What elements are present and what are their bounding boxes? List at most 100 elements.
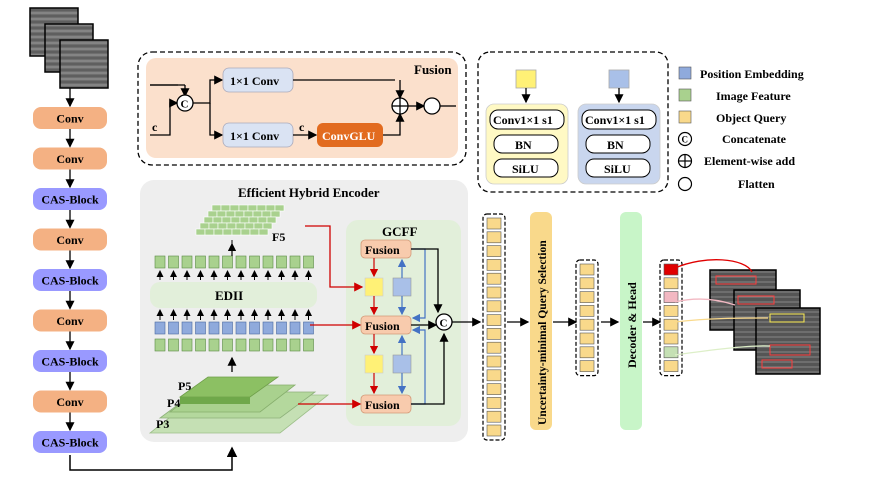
- input-images: [29, 7, 109, 89]
- gcff-title: GCFF: [382, 224, 417, 239]
- encoder-title: Efficient Hybrid Encoder: [238, 185, 380, 200]
- stack1-item-8: [486, 328, 502, 340]
- stack2-item-0: [579, 263, 595, 276]
- stack1-item-6: [486, 300, 502, 313]
- flatten-icon: [423, 97, 441, 115]
- stack1-item-3: [486, 259, 502, 271]
- backbone-block-5: [33, 309, 107, 332]
- gcff-fusion-mid: Fusion: [365, 319, 400, 333]
- backbone-block-1: [33, 147, 107, 170]
- stack3-item-3: [663, 305, 679, 317]
- right-silu: SiLU: [604, 162, 631, 176]
- legend-label-1: Image Feature: [716, 89, 791, 103]
- output-queries-stack: [659, 259, 683, 377]
- stack2-item-1: [579, 277, 595, 290]
- right-bn: BN: [607, 138, 624, 152]
- legend-label-5: Flatten: [738, 177, 775, 191]
- backbone-block-label-2: CAS-Block: [41, 193, 99, 207]
- stack1-item-9: [486, 341, 502, 354]
- backbone-block-label-4: CAS-Block: [41, 274, 99, 288]
- encoder-output-stack: [482, 213, 506, 441]
- backbone-block-7: [33, 390, 107, 413]
- fusion-title: Fusion: [414, 62, 452, 77]
- object-query-swatch: [678, 110, 692, 124]
- backbone-block-label-0: Conv: [56, 112, 83, 126]
- stack2-item-2: [579, 291, 595, 303]
- backbone-block-label-1: Conv: [56, 152, 83, 166]
- conv-blocks-panel: Conv1×1 s1 BN SiLU Conv1×1 s1 BN SiLU: [477, 51, 669, 193]
- backbone-block-label-3: Conv: [56, 233, 83, 247]
- stack2-item-3: [579, 305, 595, 317]
- legend-label-3: Concatenate: [722, 132, 787, 146]
- stack3-item-6: [663, 346, 679, 359]
- backbone-block-label-8: CAS-Block: [41, 436, 99, 450]
- fusion-c-label-2: c: [299, 120, 305, 134]
- stack1-item-11: [486, 369, 502, 382]
- stack1-item-15: [486, 424, 502, 437]
- stack3-item-7: [663, 360, 679, 372]
- decoder-head-block: Decoder & Head: [620, 212, 642, 430]
- svg-text:C: C: [682, 135, 689, 145]
- left-bn: BN: [515, 138, 532, 152]
- backbone-block-label-5: Conv: [56, 314, 83, 328]
- fusion-panel: Fusion c C 1×1 Conv 1×1 Conv c ConvGLU: [137, 51, 467, 166]
- backbone-block-6: [33, 350, 107, 372]
- fusion-conv-bottom: 1×1 Conv: [230, 129, 279, 143]
- stack3-item-5: [663, 332, 679, 345]
- stack2-item-7: [579, 360, 595, 372]
- fusion-concat-symbol: C: [181, 99, 189, 111]
- stack3-item-0: [663, 263, 679, 276]
- f5-feature-grid: [195, 204, 285, 244]
- decoder-label: Decoder & Head: [625, 282, 639, 368]
- left-silu: SiLU: [512, 162, 539, 176]
- stack1-item-4: [486, 272, 502, 285]
- stack2-item-4: [579, 318, 595, 331]
- stack3-item-1: [663, 277, 679, 290]
- stack2-item-5: [579, 332, 595, 345]
- stack1-item-12: [486, 383, 502, 395]
- backbone-block-8: [33, 431, 107, 453]
- backbone-block-2: [33, 188, 107, 210]
- backbone-block-label-6: CAS-Block: [41, 355, 99, 369]
- stack3-item-2: [663, 291, 679, 303]
- efficient-hybrid-encoder: Efficient Hybrid Encoder F5 EDII P5 P4 P…: [140, 180, 468, 442]
- legend-label-0: Position Embedding: [700, 67, 804, 81]
- backbone-block-3: [33, 228, 107, 251]
- f5-label: F5: [272, 230, 285, 244]
- backbone-block-4: [33, 269, 107, 291]
- stack1-item-2: [486, 245, 502, 257]
- stack1-item-5: [486, 286, 502, 299]
- gcff-fusion-bottom: Fusion: [365, 398, 400, 412]
- backbone-to-encoder-arrow: [69, 446, 238, 471]
- legend-label-4: Element-wise add: [704, 154, 795, 168]
- stack1-item-13: [486, 397, 502, 409]
- p4-label: P4: [167, 396, 180, 410]
- edii-block: [150, 282, 317, 308]
- edii-label: EDII: [215, 288, 243, 303]
- token-rows: [154, 242, 314, 352]
- backbone-block-0: [33, 107, 107, 129]
- p3-label: P3: [156, 417, 169, 431]
- right-conv: Conv1×1 s1: [585, 113, 645, 127]
- p5-label: P5: [178, 379, 191, 393]
- position-embedding-swatch: [678, 66, 692, 80]
- backbone: ConvConvCAS-BlockConvCAS-BlockConvCAS-Bl…: [33, 88, 107, 453]
- concatenate-icon: [677, 131, 693, 147]
- left-conv: Conv1×1 s1: [493, 113, 553, 127]
- flatten-legend-icon: [677, 176, 693, 192]
- query-selection-label: Uncertainty-minimal Query Selection: [537, 240, 549, 425]
- gcff-fusion-top: Fusion: [365, 243, 400, 257]
- stack3-item-4: [663, 318, 679, 331]
- stack1-item-1: [486, 231, 502, 244]
- stack1-item-10: [486, 355, 502, 368]
- gcff-concat-symbol: C: [440, 318, 448, 330]
- legend-label-2: Object Query: [716, 111, 786, 125]
- fusion-convglu: ConvGLU: [322, 129, 376, 143]
- backbone-block-label-7: Conv: [56, 395, 83, 409]
- image-feature-swatch: [678, 88, 692, 102]
- selected-queries-stack: [575, 259, 599, 377]
- fusion-c-label-1: c: [152, 120, 158, 134]
- stack2-item-6: [579, 346, 595, 359]
